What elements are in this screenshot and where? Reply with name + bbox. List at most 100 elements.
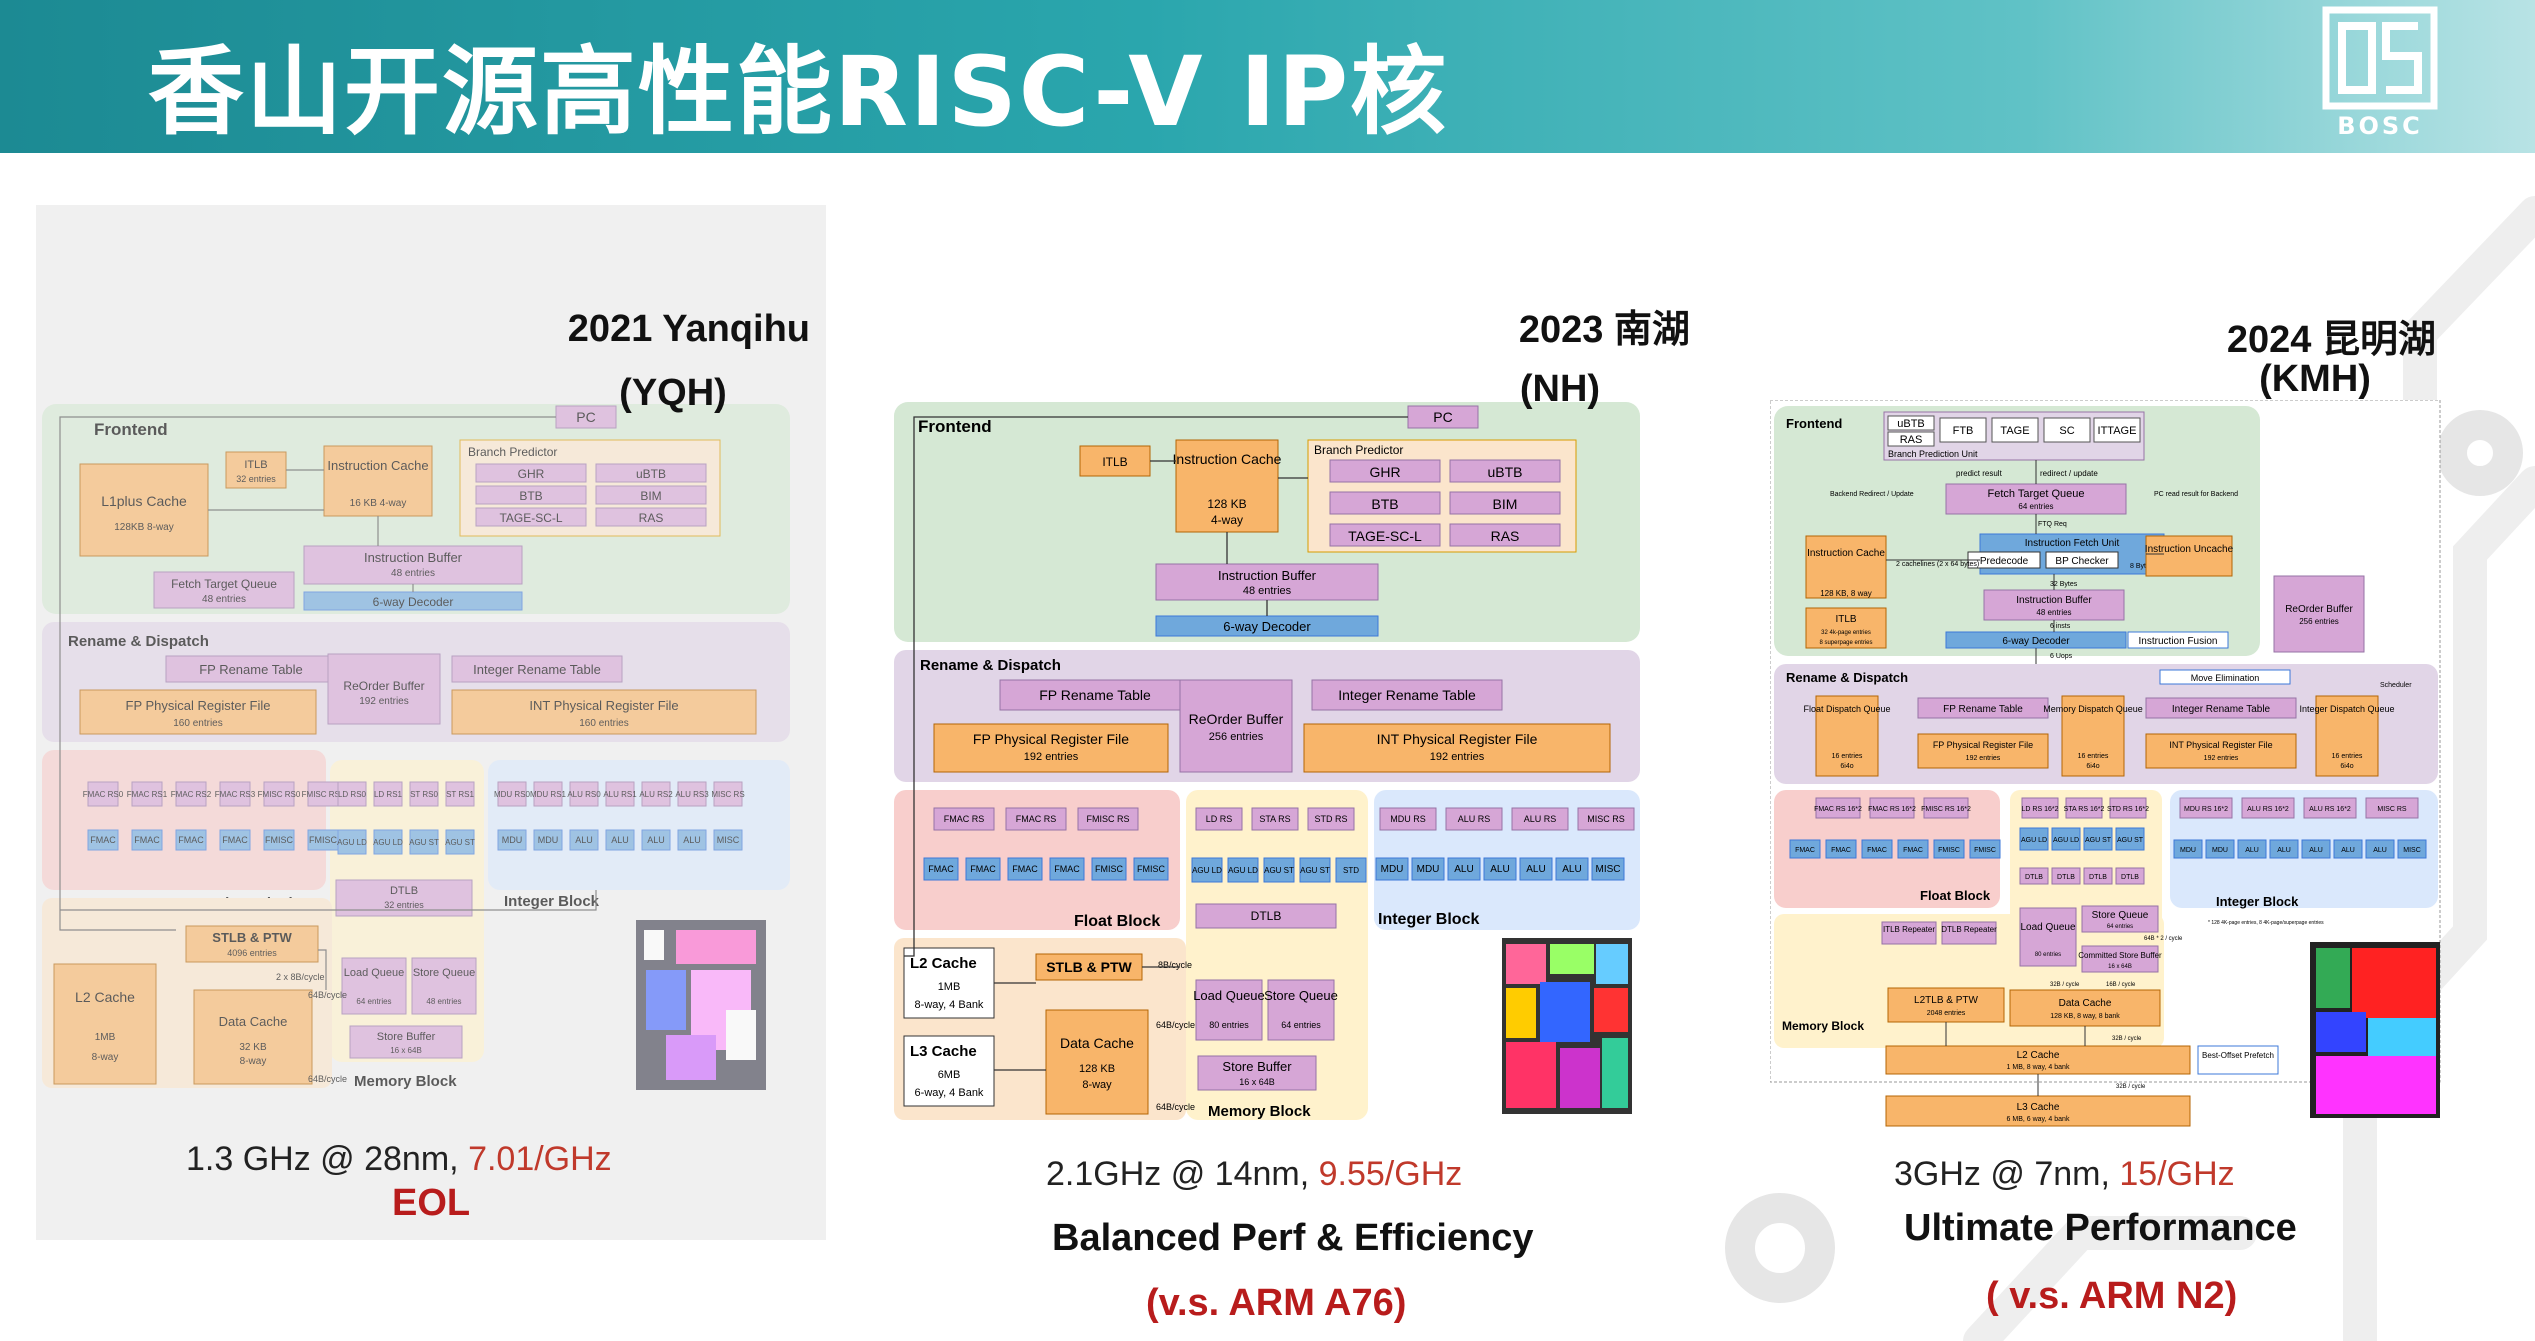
- yqh-mem-rs-box: [337, 781, 367, 807]
- svg-text:DTLB: DTLB: [390, 885, 418, 897]
- svg-text:2 x 8B/cycle: 2 x 8B/cycle: [276, 972, 325, 982]
- svg-text:6i4o: 6i4o: [2340, 763, 2353, 770]
- kmh-fp-unit-box: [1933, 839, 1965, 859]
- svg-text:48 entries: 48 entries: [202, 594, 246, 605]
- kmh-mem-unit-label: AGU LD: [2053, 837, 2079, 844]
- svg-text:Float Block: Float Block: [1920, 888, 1991, 903]
- nh-fp-rs-box: [1077, 807, 1139, 831]
- kmh-architecture-diagram: Frontend uBTB RAS FTB TAGE SC ITTAGE Bra…: [1770, 400, 2441, 1127]
- svg-text:Integer Block: Integer Block: [504, 893, 600, 910]
- svg-text:TAGE: TAGE: [2000, 425, 2029, 437]
- nh-int-unit-label: ALU: [1490, 864, 1509, 875]
- kmh-fp-rs-box: [1923, 797, 1969, 819]
- svg-text:32 Bytes: 32 Bytes: [2050, 581, 2078, 588]
- svg-text:Integer Rename Table: Integer Rename Table: [473, 662, 601, 677]
- nh-tagline: Balanced Perf & Efficiency: [1052, 1217, 1534, 1259]
- svg-text:L2 Cache: L2 Cache: [910, 955, 977, 972]
- nh-int-unit-label: ALU: [1526, 864, 1545, 875]
- kmh-mem-dtlb-box: [2083, 867, 2113, 885]
- svg-text:64 entries: 64 entries: [356, 997, 391, 1006]
- svg-text:192 entries: 192 entries: [1430, 751, 1485, 763]
- yqh-int-unit-label: MDU: [502, 835, 523, 845]
- yqh-mem-unit-box: [445, 829, 475, 855]
- svg-text:Integer Dispatch Queue: Integer Dispatch Queue: [2299, 704, 2394, 714]
- yqh-frontend-region: Frontend PC ITLB 32 entries Instruction …: [42, 404, 790, 614]
- svg-text:192 entries: 192 entries: [2204, 755, 2239, 762]
- yqh-fp-unit-label: FMAC: [134, 835, 160, 845]
- yqh-mem-rs-box: [445, 781, 475, 807]
- yqh-int-rs-label: ALU RS0: [567, 790, 601, 799]
- svg-text:Committed Store Buffer: Committed Store Buffer: [2078, 951, 2162, 960]
- svg-text:Instruction Buffer: Instruction Buffer: [2016, 595, 2092, 606]
- nh-frequency: 2.1GHz @ 14nm, 9.55/GHz: [1046, 1155, 1463, 1193]
- nh-mem-rs-label: STA RS: [1259, 814, 1290, 824]
- yqh-rename-region: Rename & Dispatch FP Rename Table ReOrde…: [42, 622, 790, 742]
- svg-text:64B/cycle: 64B/cycle: [308, 990, 347, 1000]
- svg-text:PC: PC: [1433, 409, 1452, 425]
- yqh-title: 2021 Yanqihu: [567, 308, 810, 350]
- yqh-fp-rs-label: FMAC RS3: [215, 790, 256, 799]
- svg-text:Data Cache: Data Cache: [1060, 1035, 1134, 1051]
- kmh-int-rs-box: [2365, 797, 2419, 819]
- svg-text:192 entries: 192 entries: [1024, 751, 1079, 763]
- svg-text:FP Rename Table: FP Rename Table: [1039, 687, 1151, 703]
- nh-int-rs-label: MISC RS: [1587, 814, 1625, 824]
- kmh-mem-dtlb-label: DTLB: [2025, 874, 2043, 881]
- kmh-fp-unit-box: [1825, 839, 1857, 859]
- svg-text:RAS: RAS: [639, 511, 664, 525]
- nh-int-rs-label: ALU RS: [1524, 814, 1557, 824]
- svg-text:Instruction Buffer: Instruction Buffer: [364, 550, 463, 565]
- kmh-subtitle: (KMH): [2259, 358, 2371, 400]
- yqh-subtitle: (YQH): [619, 372, 727, 414]
- svg-text:BTB: BTB: [1371, 496, 1398, 512]
- yqh-mem-unit-label: AGU LD: [373, 838, 403, 847]
- yqh-fp-rs-label: FMISC RS1: [302, 790, 345, 799]
- kmh-int-unit-label: ALU: [2373, 847, 2387, 854]
- kmh-mem-rs-label: STD RS 16*2: [2107, 806, 2149, 813]
- svg-text:16 x 64B: 16 x 64B: [1239, 1077, 1275, 1087]
- nh-fp-unit-label: FMAC: [1054, 864, 1080, 874]
- svg-text:Store Queue: Store Queue: [2092, 910, 2149, 921]
- nh-mem-rs-box: [1195, 807, 1243, 831]
- nh-mem-unit-box: [1227, 857, 1259, 883]
- svg-text:SC: SC: [2059, 425, 2074, 437]
- kmh-fp-unit-label: FMISC: [1974, 847, 1996, 854]
- svg-text:64 entries: 64 entries: [2107, 924, 2133, 930]
- svg-text:256 entries: 256 entries: [2299, 617, 2339, 626]
- svg-text:Memory Block: Memory Block: [1208, 1103, 1311, 1120]
- yqh-mem-rs-box: [373, 781, 403, 807]
- kmh-int-unit-label: ALU: [2245, 847, 2259, 854]
- yqh-int-rs-label: ALU RS1: [603, 790, 637, 799]
- svg-text:16B / cycle: 16B / cycle: [2106, 982, 2136, 988]
- svg-text:Frontend: Frontend: [918, 417, 992, 436]
- svg-text:Frontend: Frontend: [94, 420, 168, 439]
- svg-text:16 entries: 16 entries: [2078, 753, 2109, 760]
- yqh-int-rs-label: ALU RS3: [675, 790, 709, 799]
- svg-text:FTQ Req: FTQ Req: [2038, 521, 2067, 528]
- yqh-fp-rs-box: [263, 781, 295, 807]
- svg-text:Integer Block: Integer Block: [2216, 894, 2299, 909]
- yqh-fp-rs-box: [307, 781, 339, 807]
- kmh-mem-unit-box: [2019, 827, 2049, 851]
- svg-text:128 KB, 8 way: 128 KB, 8 way: [1820, 589, 1872, 598]
- svg-text:Instruction Cache: Instruction Cache: [1807, 548, 1885, 559]
- svg-text:4096 entries: 4096 entries: [227, 948, 277, 958]
- nh-int-unit-box: [1591, 857, 1625, 881]
- nh-mem-rs-label: LD RS: [1206, 814, 1233, 824]
- nh-int-rs-box: [1511, 807, 1569, 831]
- yqh-int-unit-box: [641, 829, 671, 851]
- kmh-fp-unit-label: FMAC: [1795, 847, 1815, 854]
- nh-int-rs-box: [1379, 807, 1437, 831]
- yqh-fp-unit-box: [87, 829, 119, 851]
- kmh-comparison: ( v.s. ARM N2): [1986, 1275, 2238, 1317]
- yqh-fp-unit-box: [175, 829, 207, 851]
- kmh-int-unit-box: [2269, 839, 2299, 859]
- kmh-int-unit-label: ALU: [2341, 847, 2355, 854]
- svg-text:32 KB: 32 KB: [239, 1042, 267, 1053]
- kmh-mem-rs-label: LD RS 16*2: [2022, 806, 2059, 813]
- svg-text:64B/cycle: 64B/cycle: [1156, 1020, 1195, 1030]
- nh-fp-unit-label: FMISC: [1095, 864, 1123, 874]
- svg-text:Instruction Fusion: Instruction Fusion: [2139, 636, 2218, 647]
- yqh-int-rs-box: [713, 781, 743, 807]
- yqh-fp-rs-label: FMAC RS2: [171, 790, 212, 799]
